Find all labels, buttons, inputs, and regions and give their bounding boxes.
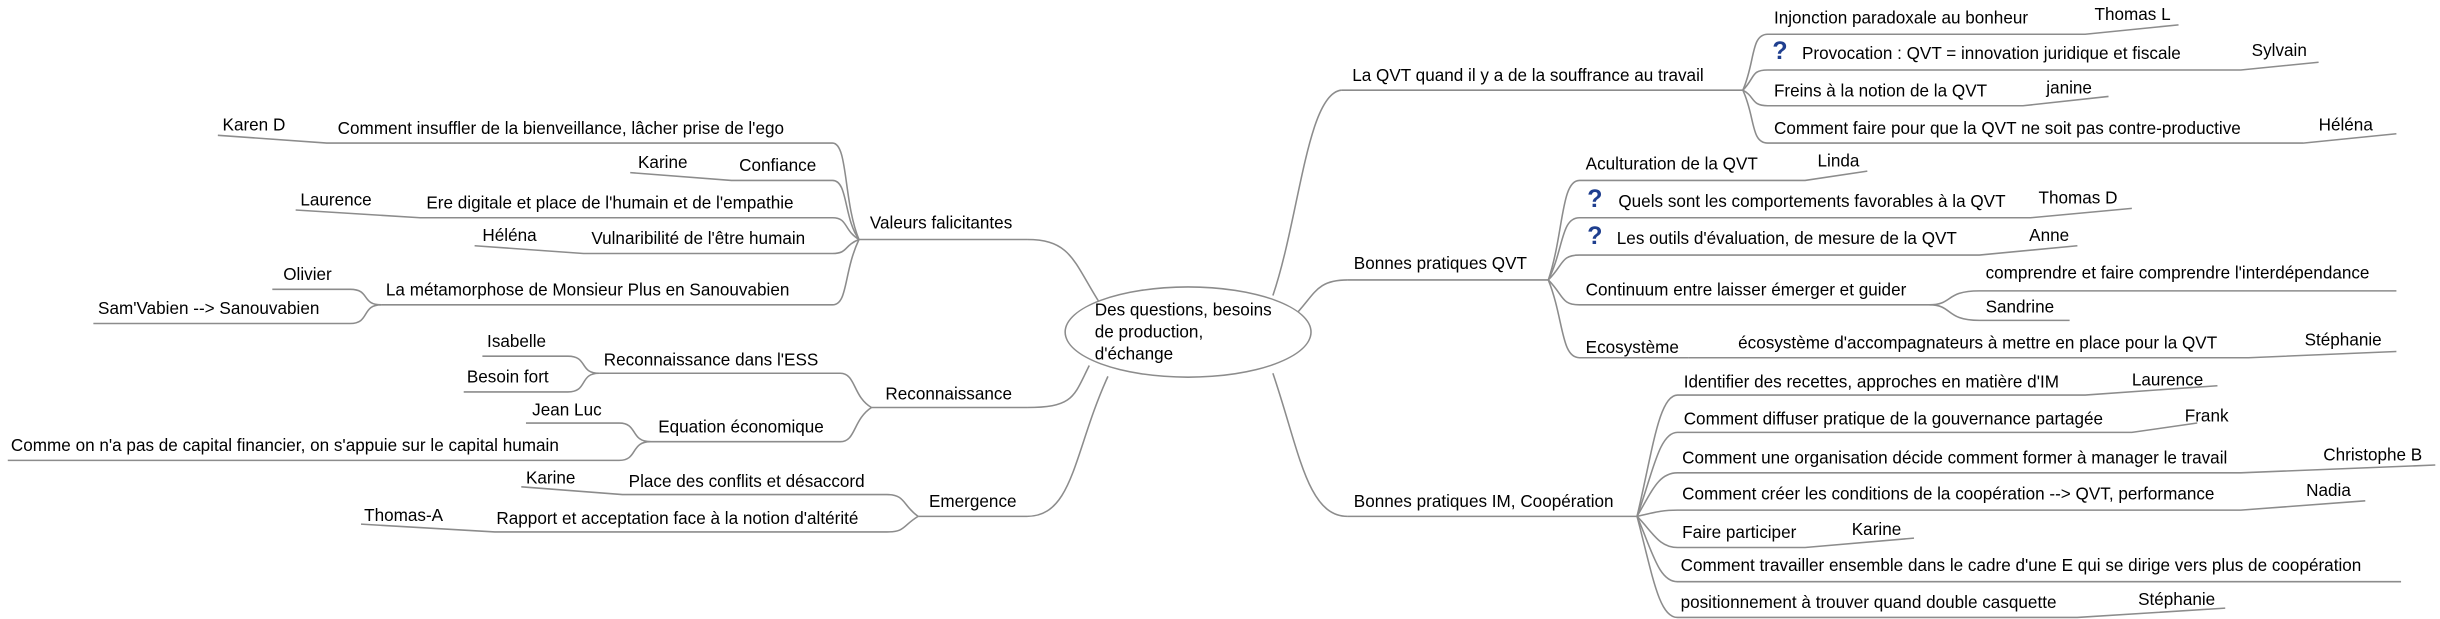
note-helena: Héléna [482, 227, 537, 246]
note-interdependance: comprendre et faire comprendre l'interdé… [1985, 264, 2370, 284]
note-karine: Karine [525, 469, 576, 489]
topic-outils-evaluation[interactable]: Les outils d'évaluation, de mesure de la… [1616, 230, 1957, 249]
note-sylvain: Sylvain [2251, 41, 2307, 61]
topic-confiance[interactable]: Confiance [739, 157, 817, 176]
note-nadia: Nadia [2306, 482, 2351, 501]
topic-continuum[interactable]: Continuum entre laisser émerger et guide… [1585, 281, 1907, 301]
note-stephanie: Stéphanie [2138, 591, 2216, 610]
topic-vulnerabilite[interactable]: Vulnaribilité de l'être humain [591, 230, 806, 249]
link-central-qvt-souffrance [1272, 89, 1342, 296]
note-isabelle: Isabelle [487, 332, 547, 352]
topic-identifier-recettes[interactable]: Identifier des recettes, approches en ma… [1683, 373, 2059, 392]
note-olivier: Olivier [283, 265, 332, 285]
note-thomas-a: Thomas-A [364, 507, 444, 526]
link-central-valeurs [1027, 238, 1106, 312]
note-janine: janine [2046, 79, 2092, 98]
topic-contre-productive[interactable]: Comment faire pour que la QVT ne soit pa… [1773, 119, 2241, 139]
note-besoin-fort: Besoin fort [466, 368, 549, 388]
topic-comportements[interactable]: Quels sont les comportements favorables … [1618, 192, 2006, 212]
topic-conflits[interactable]: Place des conflits et désaccord [628, 472, 865, 492]
topic-reconnaissance-ess[interactable]: Reconnaissance dans l'ESS [603, 351, 819, 371]
branch-valeurs[interactable]: Valeurs falicitantes [869, 214, 1013, 234]
note-christophe-b: Christophe B [2323, 446, 2423, 466]
topic-double-casquette[interactable]: positionnement à trouver quand double ca… [1680, 594, 2057, 613]
note-thomas-d: Thomas D [2038, 189, 2118, 209]
note-samvabien: Sam'Vabien --> Sanouvabien [98, 300, 320, 319]
note-karen-d: Karen D [222, 116, 286, 136]
note-laurence: Laurence [300, 191, 372, 210]
note-stephanie: Stéphanie [2304, 331, 2382, 350]
link-central-reconnaissance [1027, 365, 1090, 409]
note-karine: Karine [638, 153, 688, 173]
branch-reconnaissance[interactable]: Reconnaissance [885, 385, 1012, 405]
note-karine: Karine [1851, 521, 1902, 540]
note-capital-humain: Comme on n'a pas de capital financier, o… [10, 437, 559, 456]
topic-aculturation[interactable]: Aculturation de la QVT [1585, 155, 1758, 175]
link-central-bonnes-pratiques-im [1272, 373, 1348, 518]
topic-equation-economique[interactable]: Equation économique [658, 418, 824, 438]
question-icon: ? [1587, 223, 1603, 251]
topic-gouvernance-partagee[interactable]: Comment diffuser pratique de la gouverna… [1683, 410, 2104, 430]
topic-conditions-cooperation[interactable]: Comment créer les conditions de la coopé… [1682, 485, 2215, 504]
topic-freins[interactable]: Freins à la notion de la QVT [1773, 82, 1988, 102]
note-laurence: Laurence [2131, 371, 2204, 391]
topic-injonction[interactable]: Injonction paradoxale au bonheur [1773, 9, 2029, 28]
topic-former-manager[interactable]: Comment une organisation décide comment … [1682, 449, 2228, 469]
topic-ere-digitale[interactable]: Ere digitale et place de l'humain et de … [426, 194, 794, 214]
note-sandrine: Sandrine [1985, 298, 2055, 318]
note-anne: Anne [2029, 227, 2070, 246]
note-thomas-l: Thomas L [2094, 6, 2171, 25]
topic-provocation[interactable]: Provocation : QVT = innovation juridique… [1801, 45, 2181, 64]
question-icon: ? [1772, 38, 1788, 66]
topic-bienveillance[interactable]: Comment insuffler de la bienveillance, l… [337, 119, 785, 139]
question-icon: ? [1587, 186, 1603, 214]
branch-emergence[interactable]: Emergence [928, 493, 1017, 512]
branch-bonnes-pratiques-im[interactable]: Bonnes pratiques IM, Coopération [1353, 493, 1614, 512]
topic-ecosysteme[interactable]: Ecosystème [1585, 339, 1679, 358]
central-topic-label: Des questions, besoins de production, d'… [1094, 300, 1272, 364]
topic-travailler-ensemble[interactable]: Comment travailler ensemble dans le cadr… [1680, 556, 2362, 576]
link-central-emergence [1027, 376, 1109, 518]
note-helena: Héléna [2318, 116, 2373, 136]
branch-qvt-souffrance[interactable]: La QVT quand il y a de la souffrance au … [1352, 66, 1704, 86]
topic-metamorphose[interactable]: La métamorphose de Monsieur Plus en Sano… [385, 281, 790, 301]
note-linda: Linda [1817, 152, 1860, 172]
topic-ecosysteme-accompagnateurs[interactable]: écosystème d'accompagnateurs à mettre en… [1738, 334, 2218, 354]
central-topic[interactable]: Des questions, besoins de production, d'… [1064, 286, 1312, 378]
topic-alterite[interactable]: Rapport et acceptation face à la notion … [496, 510, 859, 529]
topic-faire-participer[interactable]: Faire participer [1682, 524, 1797, 543]
note-jean-luc: Jean Luc [532, 401, 602, 420]
note-frank: Frank [2184, 407, 2229, 427]
branch-bonnes-pratiques-qvt[interactable]: Bonnes pratiques QVT [1353, 255, 1527, 274]
